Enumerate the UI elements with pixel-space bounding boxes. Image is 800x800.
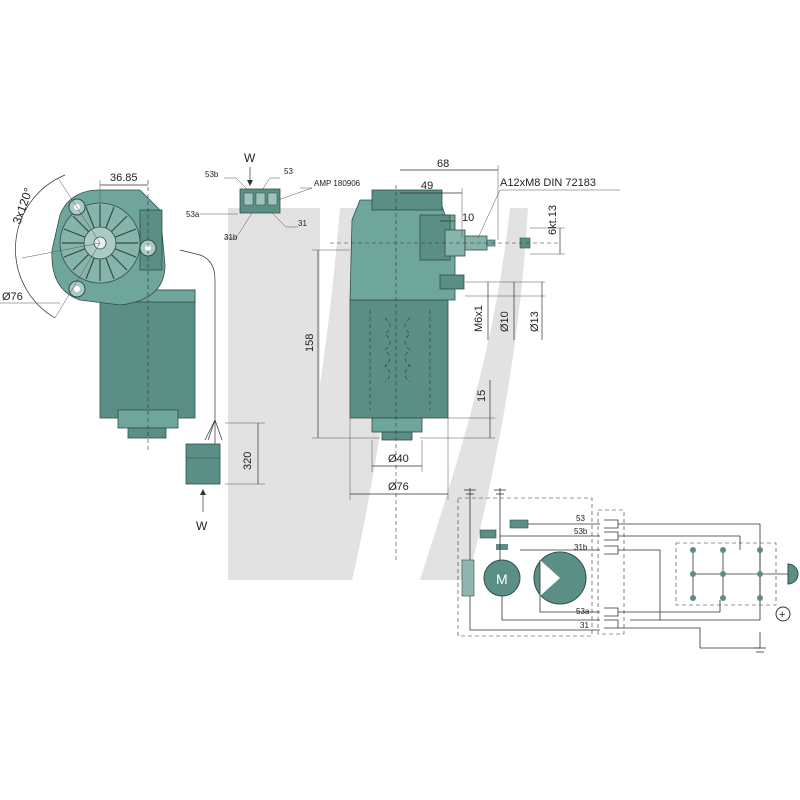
connector-detail bbox=[200, 167, 313, 239]
w-top-label: W bbox=[244, 151, 256, 165]
dim-320: 320 bbox=[242, 452, 254, 470]
dim-158: 158 bbox=[304, 334, 316, 352]
sch-53b: 53b bbox=[574, 527, 588, 536]
dim-76-side: Ø76 bbox=[388, 481, 409, 493]
dim-15: 15 bbox=[476, 390, 488, 402]
side-view bbox=[312, 165, 620, 560]
hex-label: 6kt.13 bbox=[547, 205, 559, 235]
dia-13-label: Ø13 bbox=[529, 311, 541, 332]
amp-label: AMP 180906 bbox=[314, 179, 361, 188]
front-view bbox=[0, 174, 265, 512]
dim-40: Ø40 bbox=[388, 453, 409, 465]
pin-53b-label: 53b bbox=[205, 170, 219, 179]
sch-53: 53 bbox=[576, 514, 585, 523]
dim-36-85: 36.85 bbox=[110, 172, 138, 184]
dim-10: 10 bbox=[462, 212, 474, 224]
wiring-schematic bbox=[457, 488, 799, 653]
sch-53a: 53a bbox=[576, 607, 590, 616]
pin-53-label: 53 bbox=[284, 167, 293, 176]
pin-31-label: 31 bbox=[298, 219, 307, 228]
dia-10-label: Ø10 bbox=[499, 311, 511, 332]
thread-label: A12xM8 DIN 72183 bbox=[500, 177, 596, 189]
plus-symbol: + bbox=[779, 609, 785, 621]
dim-76-front: Ø76 bbox=[2, 291, 23, 303]
cable-connector bbox=[185, 443, 221, 485]
dim-49: 49 bbox=[421, 180, 433, 192]
motor-symbol-label: M bbox=[496, 571, 508, 587]
sch-31: 31 bbox=[580, 621, 589, 630]
dim-68: 68 bbox=[437, 158, 449, 170]
angle-label: 3x120° bbox=[10, 186, 36, 226]
pin-31b-label: 31b bbox=[224, 233, 238, 242]
w-bottom-label: W bbox=[196, 519, 208, 533]
pin-53a-label: 53a bbox=[186, 210, 200, 219]
motor-housing bbox=[99, 289, 196, 419]
sch-31b: 31b bbox=[574, 543, 588, 552]
m6-label: M6x1 bbox=[473, 305, 485, 332]
side-motor-housing bbox=[349, 299, 449, 419]
